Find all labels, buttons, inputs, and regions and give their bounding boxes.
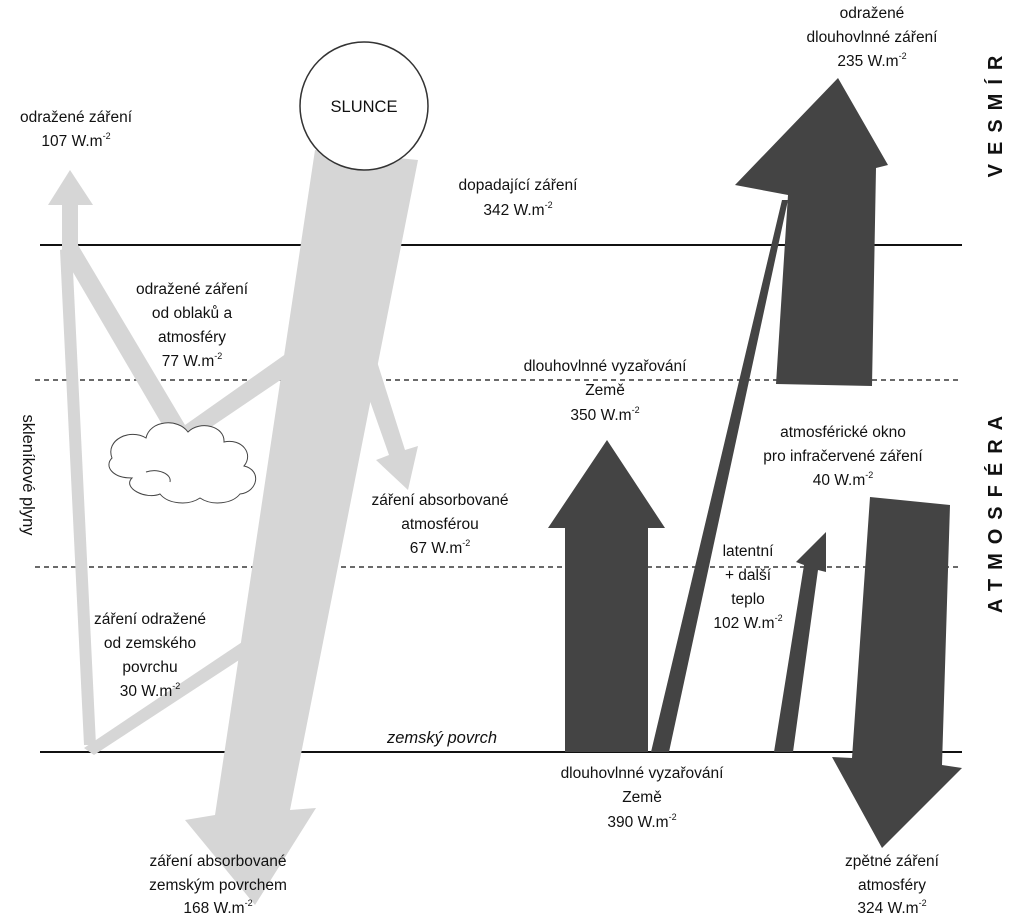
reflected-clouds-label: odražené záření od oblaků a atmosféry 77… bbox=[136, 281, 249, 370]
atmosphere-absorbed-arrow bbox=[352, 350, 418, 490]
back-radiation-label: zpětné záření atmosféry 324 W.m-2 bbox=[845, 853, 940, 917]
atmospheric-window-label: atmosférické okno pro infračervené zářen… bbox=[763, 424, 923, 489]
absorbed-surface-value: 168 W.m-2 bbox=[183, 898, 252, 917]
outgoing-longwave-line2: dlouhovlnné záření bbox=[807, 29, 939, 46]
reflected-clouds-line1: odražené záření bbox=[136, 281, 249, 298]
latent-heat-value: 102 W.m-2 bbox=[713, 613, 782, 632]
back-radiation-line1: zpětné záření bbox=[845, 853, 940, 870]
atmospheric-window-arrow bbox=[651, 200, 788, 752]
reflected-total-value: 107 W.m-2 bbox=[41, 131, 110, 150]
outgoing-longwave-label: odražené dlouhovlnné záření 235 W.m-2 bbox=[807, 5, 939, 70]
space-region-label: VESMÍR bbox=[984, 47, 1007, 178]
surface-label: zemský povrch bbox=[386, 729, 497, 747]
back-radiation-arrow bbox=[832, 497, 962, 848]
cloud-reflection-branch bbox=[178, 346, 310, 444]
absorbed-surface-label: záření absorbované zemským povrchem 168 … bbox=[149, 853, 287, 917]
outgoing-longwave-line1: odražené bbox=[840, 5, 905, 22]
reflected-total-line1: odražené záření bbox=[20, 109, 133, 126]
reflected-surface-line1: záření odražené bbox=[94, 611, 206, 628]
incoming-solar-arrow bbox=[185, 150, 418, 905]
atmospheric-window-line2: pro infračervené záření bbox=[763, 448, 923, 465]
cloud-reflection-upper-branch bbox=[60, 245, 185, 438]
earth-longwave-390-value: 390 W.m-2 bbox=[607, 812, 676, 831]
reflected-surface-value: 30 W.m-2 bbox=[120, 681, 181, 700]
earth-longwave-350-line2: Země bbox=[585, 382, 625, 399]
reflected-surface-line3: povrchu bbox=[122, 659, 177, 676]
incoming-value: 342 W.m-2 bbox=[483, 200, 552, 219]
surface-reflection-branch bbox=[60, 250, 96, 745]
cloud-detail bbox=[145, 470, 171, 483]
earth-longwave-350-label: dlouhovlnné vyzařování Země 350 W.m-2 bbox=[524, 358, 688, 424]
incoming-label: dopadající záření 342 W.m-2 bbox=[459, 177, 579, 219]
earth-longwave-350-line1: dlouhovlnné vyzařování bbox=[524, 358, 688, 375]
incoming-line1: dopadající záření bbox=[459, 177, 579, 194]
back-radiation-value: 324 W.m-2 bbox=[857, 898, 926, 917]
sun-circle bbox=[299, 41, 429, 171]
earth-longwave-390-label: dlouhovlnné vyzařování Země 390 W.m-2 bbox=[561, 765, 725, 831]
absorbed-atmo-label: záření absorbované atmosférou 67 W.m-2 bbox=[371, 492, 508, 557]
outgoing-longwave-value: 235 W.m-2 bbox=[837, 51, 906, 70]
reflected-surface-line2: od zemského bbox=[104, 635, 196, 652]
reflected-total-arrow bbox=[48, 170, 93, 265]
latent-heat-line1: latentní bbox=[723, 543, 775, 560]
atmosphere-region-label: ATMOSFÉRA bbox=[984, 407, 1007, 613]
atmospheric-window-line1: atmosférické okno bbox=[780, 424, 906, 441]
latent-heat-arrow bbox=[774, 532, 826, 752]
sun-label: SLUNCE bbox=[331, 98, 398, 116]
reflected-clouds-line2: od oblaků a bbox=[152, 305, 233, 322]
absorbed-surface-line2: zemským povrchem bbox=[149, 877, 287, 894]
outgoing-longwave-arrow bbox=[735, 78, 888, 386]
reflected-total-label: odražené záření 107 W.m-2 bbox=[20, 109, 133, 150]
earth-longwave-350-arrow bbox=[548, 440, 665, 752]
latent-heat-label: latentní + další teplo 102 W.m-2 bbox=[713, 543, 782, 632]
reflected-clouds-value: 77 W.m-2 bbox=[162, 351, 223, 370]
back-radiation-line2: atmosféry bbox=[858, 877, 926, 894]
reflected-clouds-line3: atmosféry bbox=[158, 329, 226, 346]
atmospheric-window-value: 40 W.m-2 bbox=[813, 470, 874, 489]
cloud-icon bbox=[108, 422, 256, 504]
reflected-surface-label: záření odražené od zemského povrchu 30 W… bbox=[94, 611, 206, 700]
earth-longwave-390-line1: dlouhovlnné vyzařování bbox=[561, 765, 725, 782]
absorbed-atmo-line2: atmosférou bbox=[401, 516, 479, 533]
greenhouse-gases-label: skleníkové plyny bbox=[19, 414, 37, 536]
earth-longwave-390-line2: Země bbox=[622, 789, 662, 806]
absorbed-atmo-line1: záření absorbované bbox=[371, 492, 508, 509]
latent-heat-line3: teplo bbox=[731, 591, 765, 608]
surface-reflection-link bbox=[84, 620, 282, 755]
earth-longwave-350-value: 350 W.m-2 bbox=[570, 405, 639, 424]
absorbed-atmo-value: 67 W.m-2 bbox=[410, 538, 471, 557]
absorbed-surface-line1: záření absorbované bbox=[149, 853, 286, 870]
latent-heat-line2: + další bbox=[725, 567, 772, 584]
